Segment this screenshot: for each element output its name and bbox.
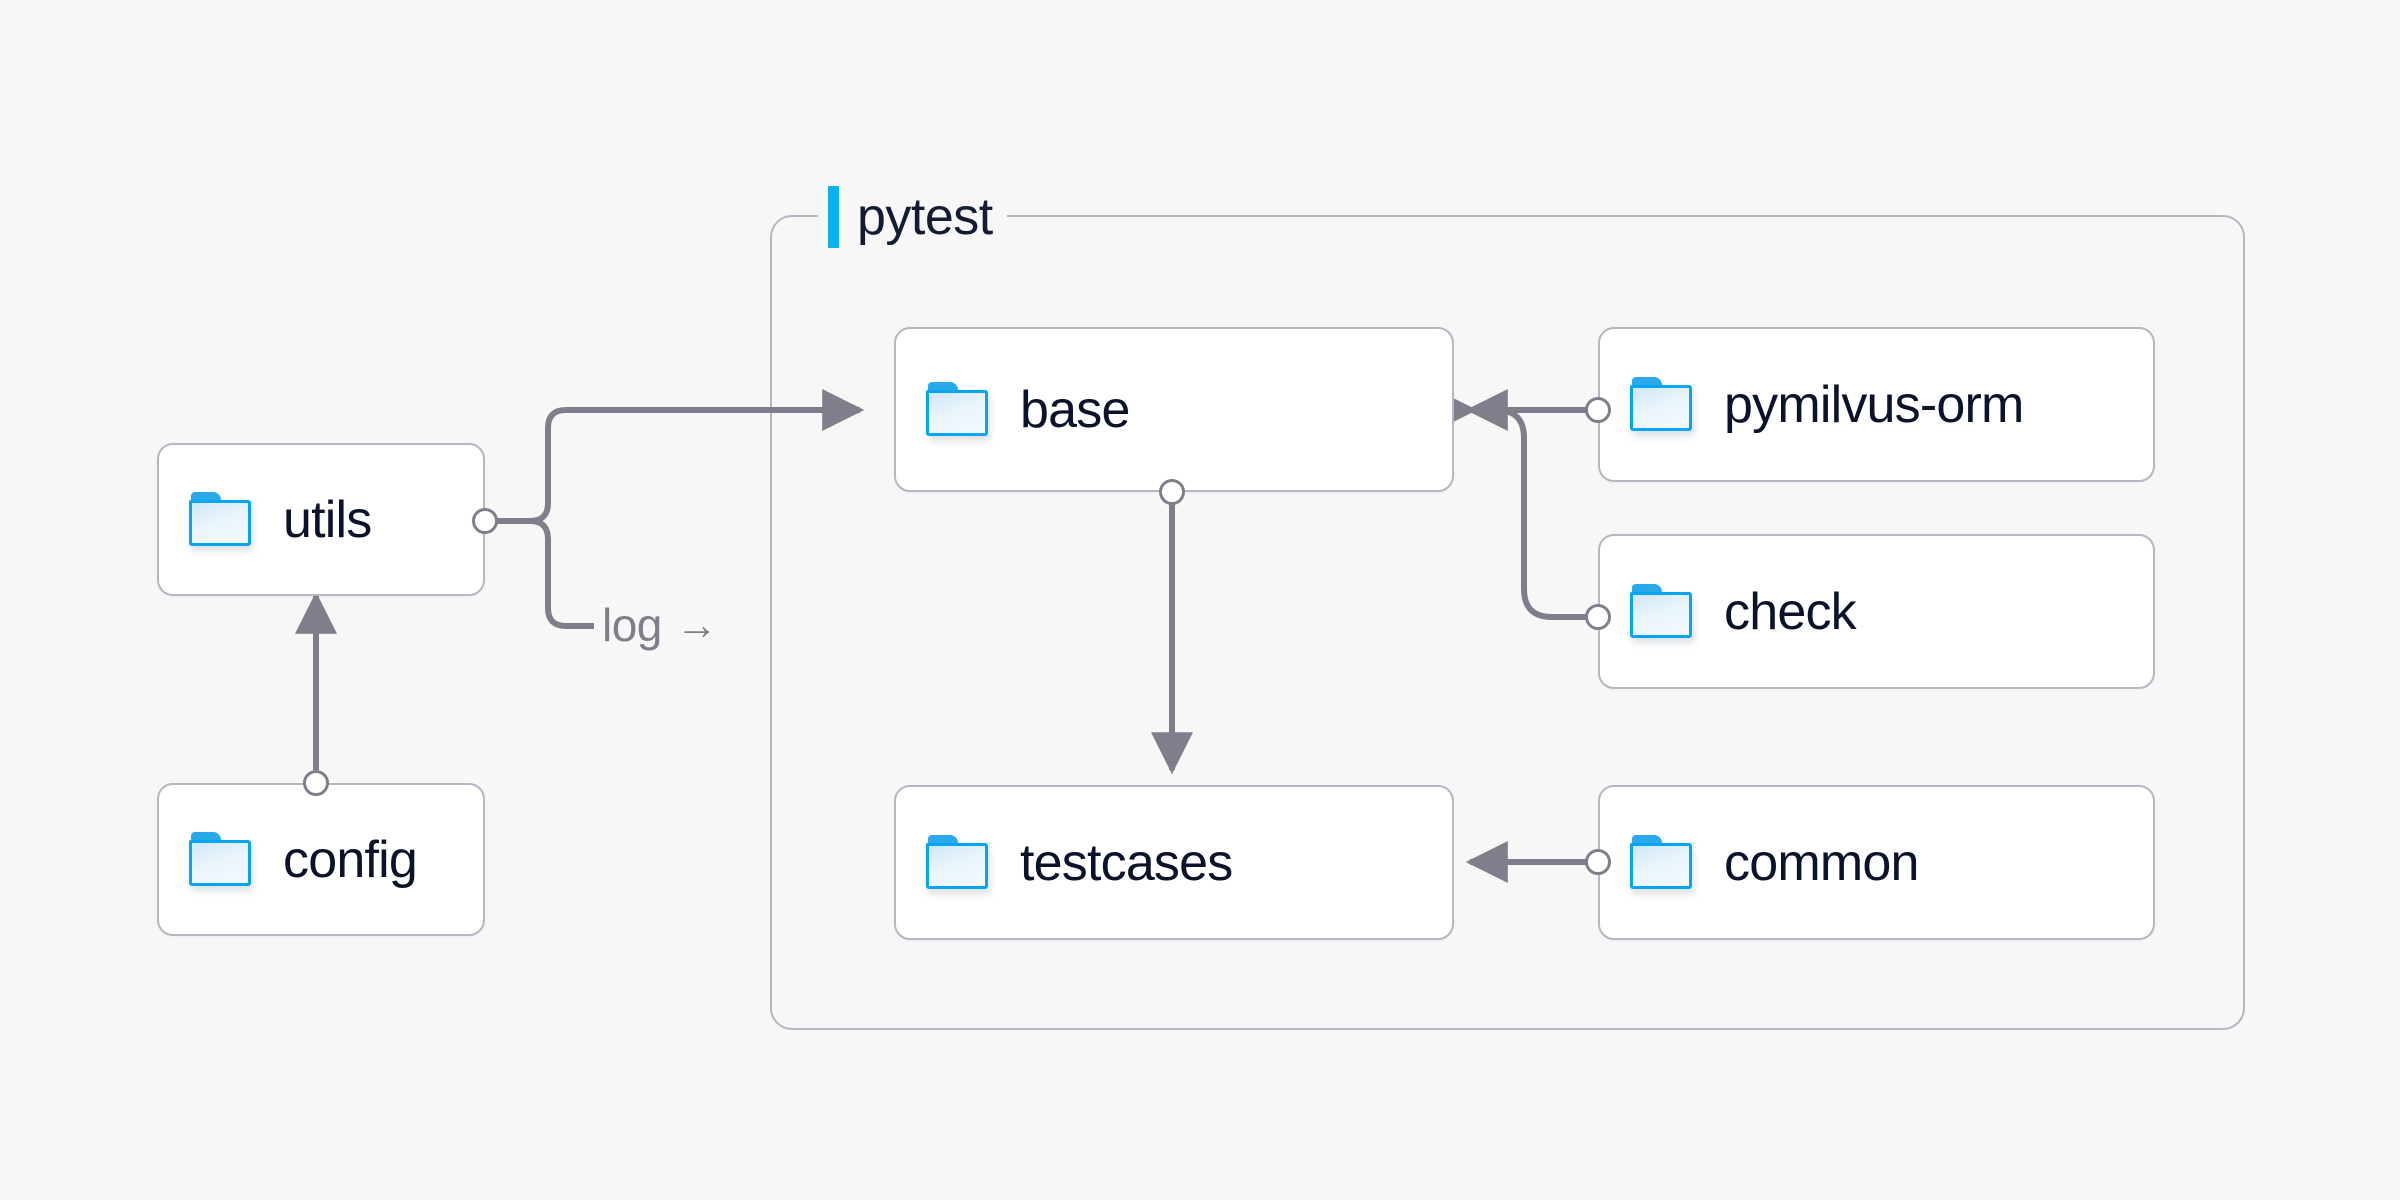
folder-body: [189, 839, 251, 886]
folder-icon: [1630, 376, 1694, 433]
group-accent-bar-icon: [828, 186, 839, 248]
port-base-bottom[interactable]: [1159, 479, 1185, 505]
folder-body: [1630, 842, 1692, 889]
port-common-left[interactable]: [1585, 849, 1611, 875]
edge-label-log-text: log: [602, 599, 662, 651]
group-container-pytest[interactable]: [770, 215, 2245, 1030]
node-testcases-content: testcases: [896, 833, 1233, 892]
folder-body: [926, 842, 988, 889]
folder-icon: [926, 834, 990, 891]
node-testcases[interactable]: testcases: [894, 785, 1454, 940]
node-common-content: common: [1600, 833, 1919, 892]
node-utils-content: utils: [159, 490, 372, 549]
node-pymilvus-orm[interactable]: pymilvus-orm: [1598, 327, 2155, 482]
port-config-top[interactable]: [303, 770, 329, 796]
folder-body: [189, 499, 251, 546]
node-check-label: check: [1724, 582, 1857, 641]
node-base-label: base: [1020, 380, 1130, 439]
group-label-text: pytest: [857, 188, 993, 246]
edge-label-log: log →: [602, 599, 718, 651]
node-pymilvus-orm-content: pymilvus-orm: [1600, 375, 2024, 434]
arrow-right-icon: →: [675, 601, 718, 648]
port-check-left[interactable]: [1585, 604, 1611, 630]
node-common[interactable]: common: [1598, 785, 2155, 940]
folder-icon: [1630, 583, 1694, 640]
folder-icon: [1630, 834, 1694, 891]
node-utils-label: utils: [283, 490, 372, 549]
node-utils[interactable]: utils: [157, 443, 485, 596]
folder-body: [926, 389, 988, 436]
node-check[interactable]: check: [1598, 534, 2155, 689]
node-base[interactable]: base: [894, 327, 1454, 492]
folder-icon: [189, 491, 253, 548]
group-label-pytest: pytest: [818, 184, 1007, 250]
node-check-content: check: [1600, 582, 1857, 641]
node-pymilvus-orm-label: pymilvus-orm: [1724, 375, 2024, 434]
node-config-label: config: [283, 830, 418, 889]
port-pymilvus-orm-left[interactable]: [1585, 397, 1611, 423]
node-config-content: config: [159, 830, 418, 889]
edge-utils-log-branch: [485, 518, 594, 629]
folder-icon: [926, 381, 990, 438]
node-common-label: common: [1724, 833, 1919, 892]
folder-icon: [189, 831, 253, 888]
node-base-content: base: [896, 380, 1130, 439]
folder-body: [1630, 591, 1692, 638]
folder-body: [1630, 384, 1692, 431]
node-config[interactable]: config: [157, 783, 485, 936]
port-utils-right[interactable]: [472, 508, 498, 534]
node-testcases-label: testcases: [1020, 833, 1233, 892]
